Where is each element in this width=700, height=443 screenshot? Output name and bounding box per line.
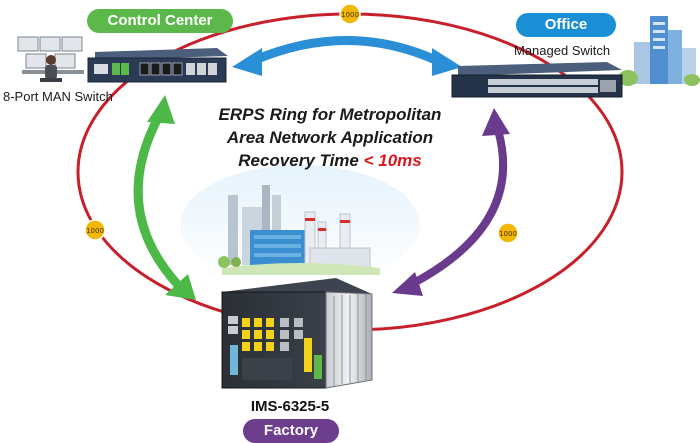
green-link-arrow <box>133 95 196 300</box>
man-switch-device <box>87 48 228 83</box>
recovery-time-value: < 10ms <box>363 151 422 170</box>
title-line-3: Recovery Time < 10ms <box>200 149 460 172</box>
svg-text:1000: 1000 <box>86 227 104 235</box>
managed-switch-label: Managed Switch <box>514 43 611 58</box>
man-switch-label: 8-Port MAN Switch <box>3 89 113 104</box>
title-line-1: ERPS Ring for Metropolitan <box>218 105 442 124</box>
factory-badge: Factory <box>243 419 339 443</box>
industrial-switch-device <box>221 278 373 389</box>
link-speed-badge: 1000 <box>339 3 361 25</box>
link-speed-badge: 1000 <box>497 222 519 244</box>
control-center-badge: Control Center <box>87 9 233 33</box>
recovery-time-label: Recovery Time <box>238 151 364 170</box>
factory-device-model: IMS-6325-5 <box>250 398 330 415</box>
svg-text:1000: 1000 <box>341 11 359 19</box>
purple-link-arrow <box>392 108 510 296</box>
office-buildings-icon <box>618 16 700 86</box>
managed-switch-device <box>451 62 623 98</box>
operator-workstation-icon <box>17 36 84 82</box>
title-line-2: Area Network Application <box>226 128 434 147</box>
diagram-title: ERPS Ring for Metropolitan Area Network … <box>200 103 460 172</box>
blue-link-arrow <box>232 36 462 76</box>
factory-buildings-icon <box>180 165 420 285</box>
link-speed-badge: 1000 <box>84 219 106 241</box>
svg-text:1000: 1000 <box>499 230 517 238</box>
office-badge: Office <box>516 13 616 37</box>
